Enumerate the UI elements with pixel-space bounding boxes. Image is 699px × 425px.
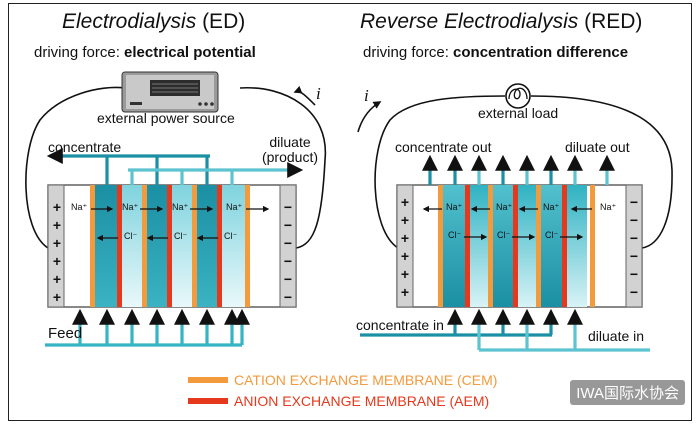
plus-sign: + xyxy=(400,248,410,264)
ed-driving-value: electrical potential xyxy=(124,44,256,61)
plus-sign: + xyxy=(52,271,62,287)
red-pipes xyxy=(360,154,650,352)
red-anode-signs: + + + + + + xyxy=(399,193,411,301)
red-circuit-wire-left xyxy=(374,95,506,249)
plus-sign: + xyxy=(400,284,410,300)
minus-sign: − xyxy=(629,212,639,228)
red-driving-value: concentration difference xyxy=(453,44,629,61)
red-concentrate-out-label: concentrate out xyxy=(395,139,492,155)
ed-concentrate-label: concentrate xyxy=(48,139,122,155)
plus-sign: + xyxy=(52,253,62,269)
ed-feed-label: Feed xyxy=(48,325,83,342)
red-load-label: external load xyxy=(478,105,559,121)
plus-sign: + xyxy=(52,199,62,215)
legend-cem-label: CATION EXCHANGE MEMBRANE (CEM) xyxy=(234,372,498,388)
minus-sign: − xyxy=(629,248,639,264)
ed-diluate-label-line1: diluate xyxy=(269,134,311,150)
red-title-text: Reverse Electrodialysis xyxy=(360,10,579,33)
minus-sign: − xyxy=(283,289,293,305)
ed-title-text: Electrodialysis xyxy=(62,10,197,33)
red-title-tag: (RED) xyxy=(584,10,643,33)
minus-sign: − xyxy=(629,230,639,246)
ed-na-label: Na⁺ xyxy=(71,202,88,212)
red-cl-label: Cl⁻ xyxy=(497,230,511,240)
ed-cl-label: Cl⁻ xyxy=(124,231,138,241)
ed-stack xyxy=(47,184,297,308)
red-title: Reverse Electrodialysis (RED) xyxy=(360,10,642,34)
ed-title: Electrodialysis (ED) xyxy=(62,10,245,34)
red-current-arrow xyxy=(357,101,382,133)
red-na-label: Na⁺ xyxy=(446,202,463,212)
ed-source-label: external power source xyxy=(97,110,235,126)
plus-sign: + xyxy=(400,194,410,210)
ed-cl-label: Cl⁻ xyxy=(224,231,238,241)
ed-diluate-label: diluate (product) xyxy=(250,135,330,165)
minus-sign: − xyxy=(629,266,639,282)
ed-na-label: Na⁺ xyxy=(172,202,189,212)
red-stack xyxy=(396,184,643,308)
red-diluate-in-label: diluate in xyxy=(588,328,645,344)
ed-cathode-signs: − − − − − − xyxy=(282,198,294,306)
red-current-label: i xyxy=(364,86,369,105)
ed-driving-prefix: driving force: xyxy=(34,44,125,61)
red-na-label: Na⁺ xyxy=(496,202,513,212)
red-concentrate-in-label: concentrate in xyxy=(356,317,444,333)
red-circuit-wire-right xyxy=(530,95,673,249)
ed-pipes xyxy=(45,148,304,347)
red-diluate-out-label: diluate out xyxy=(565,139,630,155)
ed-anode-signs: + + + + + + xyxy=(51,198,63,306)
red-cl-label: Cl⁻ xyxy=(545,230,559,240)
ed-circuit-wire-left xyxy=(25,86,126,249)
ed-diluate-label-line2: (product) xyxy=(261,149,319,165)
figure-frame xyxy=(8,3,692,421)
ed-circuit-wire-right xyxy=(239,87,327,249)
ed-ion-arrows xyxy=(91,205,270,242)
watermark: IWA国际水协会 xyxy=(570,380,685,405)
ed-driving-force: driving force: electrical potential xyxy=(34,44,256,61)
ed-current-arrow xyxy=(293,85,316,106)
minus-sign: − xyxy=(283,199,293,215)
plus-sign: + xyxy=(52,217,62,233)
red-na-label: Na⁺ xyxy=(543,202,560,212)
plus-sign: + xyxy=(400,230,410,246)
legend-aem-label: ANION EXCHANGE MEMBRANE (AEM) xyxy=(234,393,490,409)
plus-sign: + xyxy=(52,289,62,305)
legend-cem-swatch xyxy=(188,377,228,383)
red-driving-prefix: driving force: xyxy=(363,44,454,61)
minus-sign: − xyxy=(629,194,639,210)
red-cl-label: Cl⁻ xyxy=(448,230,462,240)
minus-sign: − xyxy=(283,235,293,251)
plus-sign: + xyxy=(400,212,410,228)
minus-sign: − xyxy=(629,284,639,300)
external-load-icon xyxy=(505,83,531,109)
power-source-icon xyxy=(121,71,219,113)
minus-sign: − xyxy=(283,271,293,287)
plus-sign: + xyxy=(52,235,62,251)
red-cathode-signs: − − − − − − xyxy=(628,193,640,301)
red-driving-force: driving force: concentration difference xyxy=(363,44,628,61)
plus-sign: + xyxy=(400,266,410,282)
ed-na-label: Na⁺ xyxy=(226,202,243,212)
ed-na-label: Na⁺ xyxy=(122,202,139,212)
minus-sign: − xyxy=(283,217,293,233)
ed-cl-label: Cl⁻ xyxy=(174,231,188,241)
red-na-label: Na⁺ xyxy=(600,202,617,212)
minus-sign: − xyxy=(283,253,293,269)
ed-current-label: i xyxy=(316,84,321,103)
ed-title-tag: (ED) xyxy=(202,10,246,33)
legend-aem-swatch xyxy=(188,398,228,404)
red-ion-arrows xyxy=(422,205,592,241)
